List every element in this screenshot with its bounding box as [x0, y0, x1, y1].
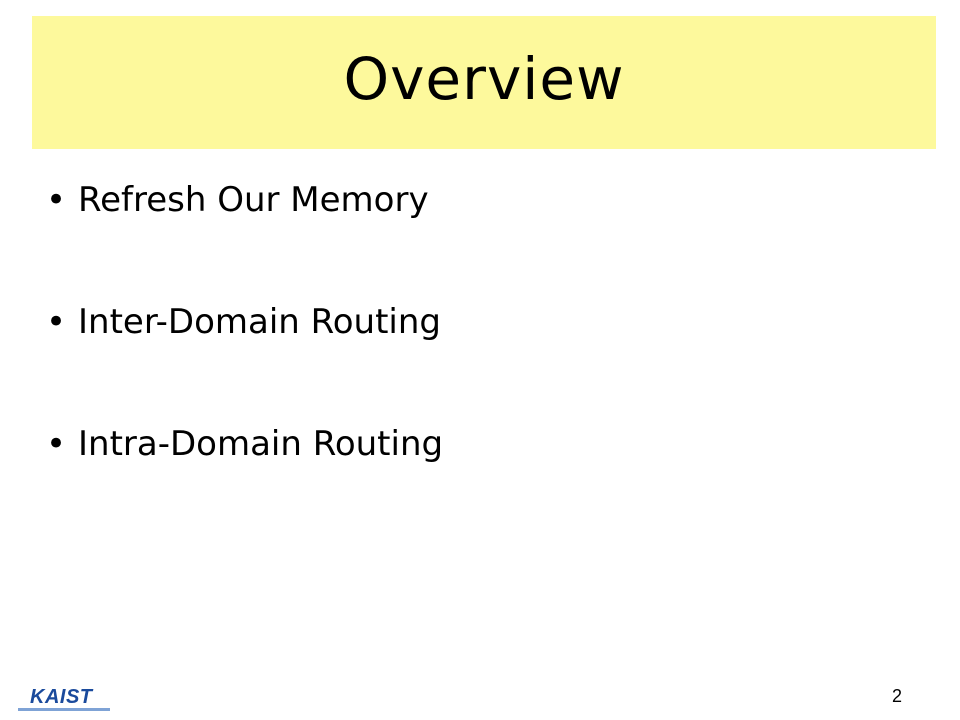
title-bar: Overview [32, 16, 936, 149]
bullet-icon: • [46, 180, 67, 220]
kaist-logo-underline [18, 708, 110, 711]
bullet-item: • Intra-Domain Routing [46, 414, 443, 475]
bullet-label: Inter-Domain Routing [78, 302, 441, 342]
bullet-item: • Refresh Our Memory [46, 170, 443, 231]
slide-title: Overview [343, 44, 625, 113]
kaist-logo-text: KAIST [30, 686, 94, 708]
bullet-icon: • [46, 424, 67, 464]
bullet-item: • Inter-Domain Routing [46, 292, 443, 353]
bullet-icon: • [46, 302, 67, 342]
bullet-label: Intra-Domain Routing [78, 424, 444, 464]
bullet-label: Refresh Our Memory [78, 180, 429, 220]
kaist-logo: KAIST [18, 686, 110, 711]
bullet-list: • Refresh Our Memory • Inter-Domain Routin… [46, 170, 443, 536]
page-number: 2 [891, 686, 902, 706]
